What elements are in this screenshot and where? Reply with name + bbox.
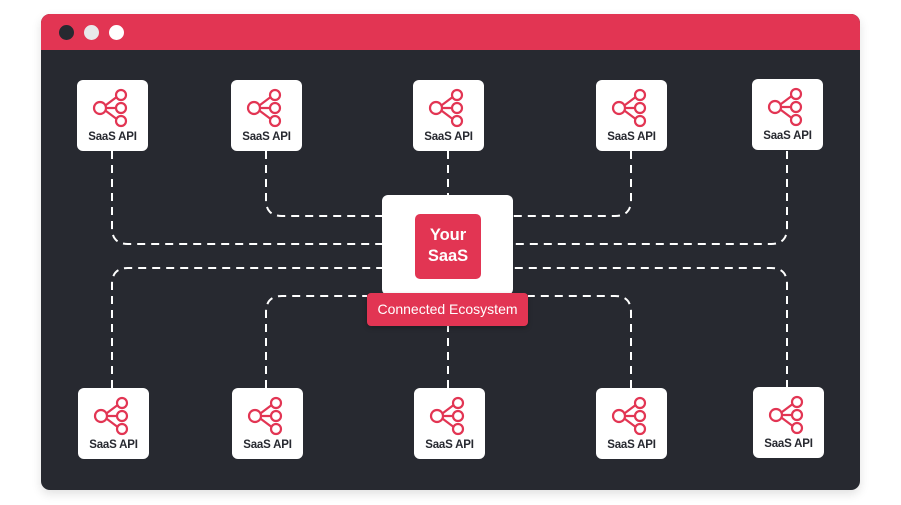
connected-ecosystem-label: Connected Ecosystem: [367, 293, 528, 326]
card-label: SaaS API: [88, 131, 137, 143]
card-label: SaaS API: [242, 131, 291, 143]
close-dot[interactable]: [59, 25, 74, 40]
hub-title-line-2: SaaS: [427, 247, 469, 265]
share-icon: [429, 396, 465, 436]
share-icon: [428, 88, 464, 128]
card-label: SaaS API: [425, 439, 474, 451]
card-label: SaaS API: [764, 438, 813, 450]
window-titlebar: [41, 14, 860, 50]
share-icon: [93, 396, 129, 436]
share-icon: [767, 87, 803, 127]
hub-title-line-1: Your: [429, 226, 467, 244]
card-label: SaaS API: [607, 439, 656, 451]
card-label: SaaS API: [763, 130, 812, 142]
card-label: SaaS API: [89, 439, 138, 451]
share-icon: [611, 396, 647, 436]
saas-api-card-bottom-1[interactable]: SaaS API: [78, 388, 149, 459]
saas-api-card-bottom-5[interactable]: SaaS API: [753, 387, 824, 458]
card-label: SaaS API: [243, 439, 292, 451]
card-label: SaaS API: [424, 131, 473, 143]
share-icon: [768, 395, 804, 435]
saas-api-card-top-5[interactable]: SaaS API: [752, 79, 823, 150]
share-icon: [246, 88, 282, 128]
saas-api-card-top-4[interactable]: SaaS API: [596, 80, 667, 151]
saas-api-card-bottom-4[interactable]: SaaS API: [596, 388, 667, 459]
share-icon: [92, 88, 128, 128]
your-saas-hub[interactable]: Your SaaS: [382, 195, 513, 295]
card-label: SaaS API: [607, 131, 656, 143]
maximize-dot[interactable]: [109, 25, 124, 40]
saas-api-card-bottom-3[interactable]: SaaS API: [414, 388, 485, 459]
share-icon: [247, 396, 283, 436]
your-saas-badge: Your SaaS: [415, 214, 481, 279]
saas-api-card-top-2[interactable]: SaaS API: [231, 80, 302, 151]
share-icon: [611, 88, 647, 128]
saas-api-card-top-3[interactable]: SaaS API: [413, 80, 484, 151]
saas-api-card-top-1[interactable]: SaaS API: [77, 80, 148, 151]
saas-api-card-bottom-2[interactable]: SaaS API: [232, 388, 303, 459]
minimize-dot[interactable]: [84, 25, 99, 40]
